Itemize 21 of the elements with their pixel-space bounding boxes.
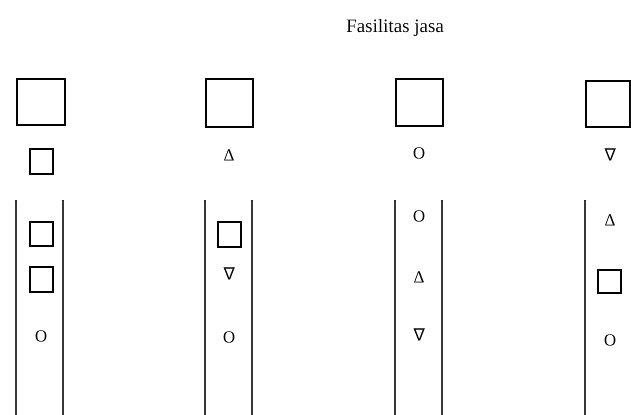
square-box	[205, 78, 254, 128]
symbol-label: Δ	[224, 146, 234, 164]
symbol-label: ∇	[414, 326, 424, 344]
symbol-label: ∇	[604, 146, 616, 164]
small-square	[29, 148, 54, 175]
symbol-label: O	[604, 332, 616, 348]
small-square	[217, 221, 242, 248]
title: Fasilitas jasa	[346, 17, 444, 36]
small-square	[597, 269, 622, 294]
symbol-label: O	[222, 328, 236, 346]
symbol-label: Δ	[414, 268, 424, 286]
square-box	[395, 78, 444, 127]
symbol-label: O	[412, 208, 426, 224]
symbol-label: Δ	[604, 212, 616, 228]
square-box	[585, 80, 631, 128]
square-box	[16, 78, 66, 126]
small-square	[29, 266, 54, 293]
small-square	[29, 221, 54, 247]
symbol-label: ∇	[224, 266, 234, 282]
symbol-label: O	[34, 328, 48, 344]
symbol-label: O	[412, 144, 426, 162]
